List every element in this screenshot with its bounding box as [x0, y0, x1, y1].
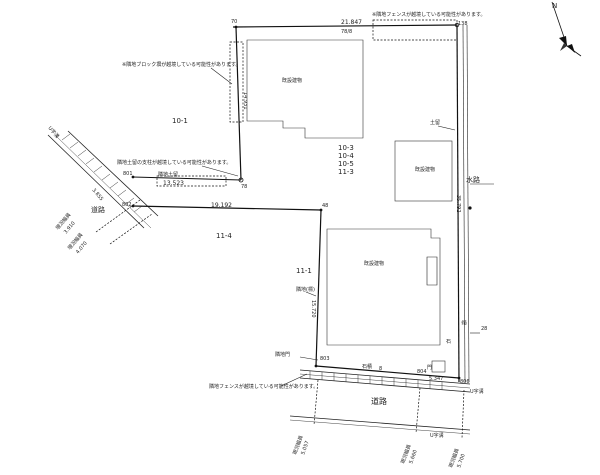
lot-11-1: 11-1	[296, 267, 312, 275]
note-block-wall: ※隣地ブロック塀が越境している可能性があります。	[122, 61, 241, 68]
boundary-left-vertical	[235, 26, 242, 181]
label-boundary-post: 隣地(標)	[296, 286, 315, 293]
boundary-right	[456, 24, 460, 383]
lot-10-3: 10-3	[338, 144, 354, 152]
label-neighbor-earth-wall: 隣地土留	[158, 171, 178, 178]
block-wall-encroach-box	[229, 41, 244, 123]
label-gate: 門	[427, 365, 432, 371]
boundary-802-48	[132, 205, 322, 211]
boundary-801-78	[132, 176, 242, 181]
point-28: 28	[481, 326, 487, 332]
label-entrance: 隣地門	[275, 351, 290, 358]
point-801: 801	[123, 171, 133, 177]
road-lower	[289, 369, 471, 435]
road-upper	[47, 130, 159, 229]
dimension-left-box: 13.523	[163, 180, 184, 187]
lot-10-1: 10-1	[172, 117, 188, 125]
lot-10-4: 10-4	[338, 152, 354, 160]
compass-north-arrow: N	[551, 1, 582, 57]
road-upper-width-1: 3.855	[90, 187, 104, 202]
point-806: 806	[460, 379, 470, 385]
compass-label: N	[552, 2, 557, 10]
point-48: 48	[322, 203, 328, 209]
existing-building-3	[326, 228, 441, 346]
boundary-inner-vertical	[315, 209, 322, 367]
note-retaining-post: 隣地土留の支柱が越境している可能性があります。	[117, 159, 231, 166]
boundary-bottom	[315, 365, 460, 379]
point-804: 804	[417, 369, 427, 375]
dimension-middle: 19.192	[211, 202, 232, 209]
fence-encroach-box-top	[372, 19, 458, 41]
label-fence-right: 塀	[460, 320, 467, 325]
label-boundary-line: 石積	[362, 363, 372, 370]
label-u-ditch-lower: U字溝	[430, 432, 444, 439]
retaining-encroach-box	[156, 175, 227, 187]
waterway-edge-right	[466, 24, 470, 383]
label-waterway: 水路	[466, 175, 480, 184]
label-road-lower: 道路	[371, 396, 387, 406]
lot-10-5: 10-5	[338, 160, 354, 168]
road-lower-width-2: 5.660	[408, 449, 419, 465]
label-stone-marker: 石	[446, 339, 451, 345]
point-802: 802	[122, 202, 132, 208]
building-3-label: 既設建物	[364, 260, 384, 267]
label-road-upper: 道路	[91, 205, 105, 214]
dimension-bottom-right: 5.347	[429, 376, 443, 382]
note-fence-bottom: 隣地フェンスが越境している可能性があります。	[209, 383, 318, 390]
dimension-top-sub: 78/8	[341, 29, 352, 35]
dimension-inner-vertical: 15.720	[310, 300, 316, 318]
point-803: 803	[320, 356, 330, 362]
note-fence-top: ※隣地フェンスが越境している可能性があります。	[372, 11, 485, 18]
dimension-top: 21.847	[341, 19, 362, 26]
point-78: 78	[241, 184, 247, 190]
gate-structure	[431, 360, 446, 373]
lot-11-3: 11-3	[338, 168, 354, 176]
label-earth-wall: 土留	[430, 119, 440, 126]
label-u-ditch-left: U字溝	[46, 125, 60, 140]
dimension-bottom-left: 8	[379, 366, 382, 372]
building-1-label: 既設建物	[282, 77, 302, 84]
point-70: 70	[231, 19, 237, 25]
road-lower-width-1: 5.057	[300, 440, 311, 456]
lot-11-4: 11-4	[216, 232, 232, 240]
dimension-right-vertical: 35.792	[455, 195, 461, 213]
existing-building-1	[246, 39, 364, 139]
label-u-ditch-right: U字溝	[470, 388, 484, 395]
point-138: 138	[458, 21, 468, 27]
dimension-left-vertical: 14.931	[242, 92, 248, 110]
building-2-label: 既設建物	[415, 166, 435, 173]
road-lower-width-3: 5.700	[456, 453, 467, 469]
boundary-top	[232, 24, 458, 28]
waterway-edge-left	[462, 24, 466, 383]
existing-building-2	[394, 140, 453, 202]
